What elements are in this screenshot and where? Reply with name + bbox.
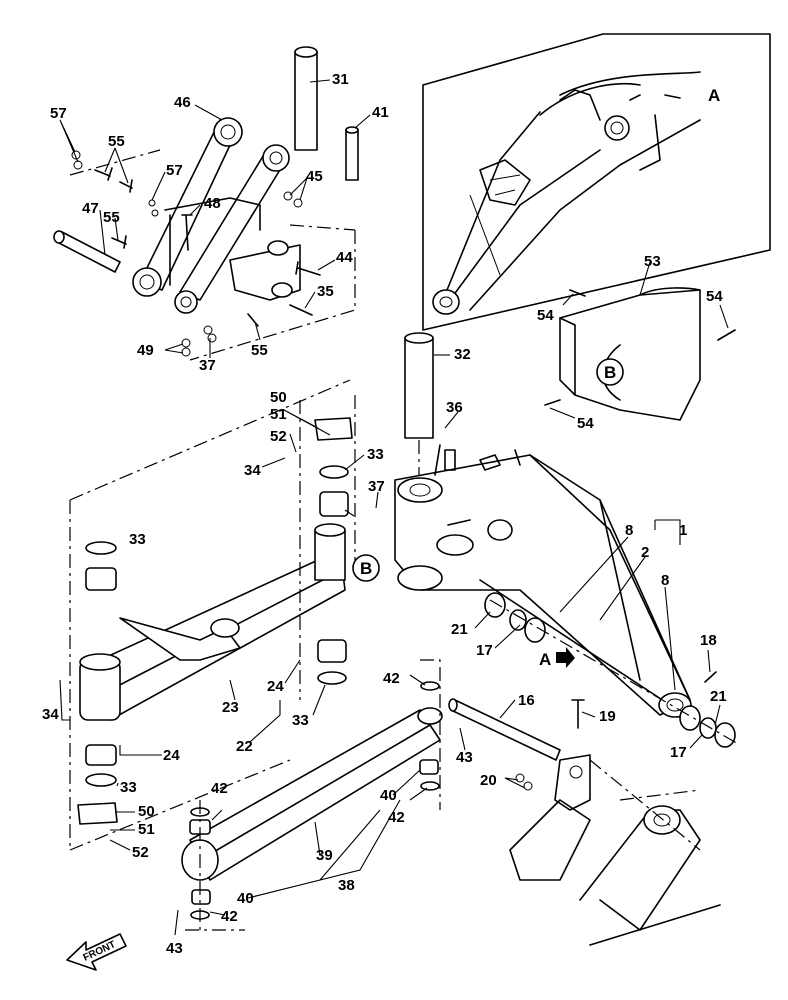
callout-31: 31 bbox=[332, 71, 349, 88]
callout-55: 55 bbox=[103, 209, 120, 226]
detail-b-marker: B bbox=[360, 559, 372, 578]
callout-42: 42 bbox=[221, 908, 238, 925]
callout-24: 24 bbox=[163, 747, 180, 764]
callout-17: 17 bbox=[670, 744, 687, 761]
callout-54: 54 bbox=[537, 307, 554, 324]
callout-52: 52 bbox=[270, 428, 287, 445]
callout-55: 55 bbox=[251, 342, 268, 359]
callout-55: 55 bbox=[108, 133, 125, 150]
callout-24: 24 bbox=[267, 678, 284, 695]
callout-53: 53 bbox=[644, 253, 661, 270]
callout-18: 18 bbox=[700, 632, 717, 649]
detail-b-circle-cover bbox=[596, 358, 624, 386]
callout-33: 33 bbox=[120, 779, 137, 796]
callout-33: 33 bbox=[292, 712, 309, 729]
callout-51: 51 bbox=[138, 821, 155, 838]
cover-b bbox=[544, 287, 736, 421]
lower-link bbox=[181, 659, 443, 931]
rod-assembly bbox=[69, 379, 356, 851]
callout-20: 20 bbox=[480, 772, 497, 789]
callout-21: 21 bbox=[451, 621, 468, 638]
callout-32: 32 bbox=[454, 346, 471, 363]
callout-52: 52 bbox=[132, 844, 149, 861]
callout-23: 23 bbox=[222, 699, 239, 716]
callout-16: 16 bbox=[518, 692, 535, 709]
callout-1: 1 bbox=[679, 522, 687, 539]
main-arm bbox=[394, 444, 692, 718]
callout-36: 36 bbox=[446, 399, 463, 416]
callout-22: 22 bbox=[236, 738, 253, 755]
direction-arrow-a bbox=[556, 647, 575, 668]
detail-b-cover-marker: B bbox=[604, 363, 616, 382]
callout-21: 21 bbox=[710, 688, 727, 705]
callout-41: 41 bbox=[372, 104, 389, 121]
callout-39: 39 bbox=[316, 847, 333, 864]
callout-8: 8 bbox=[661, 572, 669, 589]
callout-47: 47 bbox=[82, 200, 99, 217]
callout-54: 54 bbox=[706, 288, 723, 305]
callout-54: 54 bbox=[577, 415, 594, 432]
front-arrow: FRONT bbox=[66, 933, 127, 971]
callout-33: 33 bbox=[129, 531, 146, 548]
callout-44: 44 bbox=[336, 249, 353, 266]
callout-51: 51 bbox=[270, 406, 287, 423]
linkage-group bbox=[53, 46, 359, 361]
callout-50: 50 bbox=[270, 389, 287, 406]
view-a-marker: A bbox=[539, 650, 551, 669]
callout-43: 43 bbox=[166, 940, 183, 957]
pin-32 bbox=[404, 332, 434, 480]
callout-57: 57 bbox=[166, 162, 183, 179]
detail-a-label: A bbox=[708, 86, 720, 105]
callout-37: 37 bbox=[368, 478, 385, 495]
callout-42: 42 bbox=[388, 809, 405, 826]
detail-b-circle bbox=[352, 554, 380, 582]
callout-50: 50 bbox=[138, 803, 155, 820]
callout-46: 46 bbox=[174, 94, 191, 111]
detail-a-inset bbox=[422, 33, 771, 331]
right-washers bbox=[484, 592, 741, 791]
callout-2: 2 bbox=[641, 544, 649, 561]
callout-40: 40 bbox=[380, 787, 397, 804]
callout-37: 37 bbox=[199, 357, 216, 374]
callout-45: 45 bbox=[306, 168, 323, 185]
callout-34: 34 bbox=[42, 706, 59, 723]
callout-57: 57 bbox=[50, 105, 67, 122]
callout-42: 42 bbox=[211, 780, 228, 797]
callout-19: 19 bbox=[599, 708, 616, 725]
callout-40: 40 bbox=[237, 890, 254, 907]
callout-17: 17 bbox=[476, 642, 493, 659]
callout-38: 38 bbox=[338, 877, 355, 894]
callout-34: 34 bbox=[244, 462, 261, 479]
leader-lines bbox=[59, 79, 729, 936]
callout-labels: 31 41 46 57 55 57 45 47 48 55 44 35 49 3… bbox=[42, 71, 727, 957]
callout-43: 43 bbox=[456, 749, 473, 766]
callout-42: 42 bbox=[383, 670, 400, 687]
callout-8: 8 bbox=[625, 522, 633, 539]
callout-48: 48 bbox=[204, 195, 221, 212]
callout-33: 33 bbox=[367, 446, 384, 463]
callout-49: 49 bbox=[137, 342, 154, 359]
callout-35: 35 bbox=[317, 283, 334, 300]
pin-16-bracket bbox=[448, 698, 721, 946]
